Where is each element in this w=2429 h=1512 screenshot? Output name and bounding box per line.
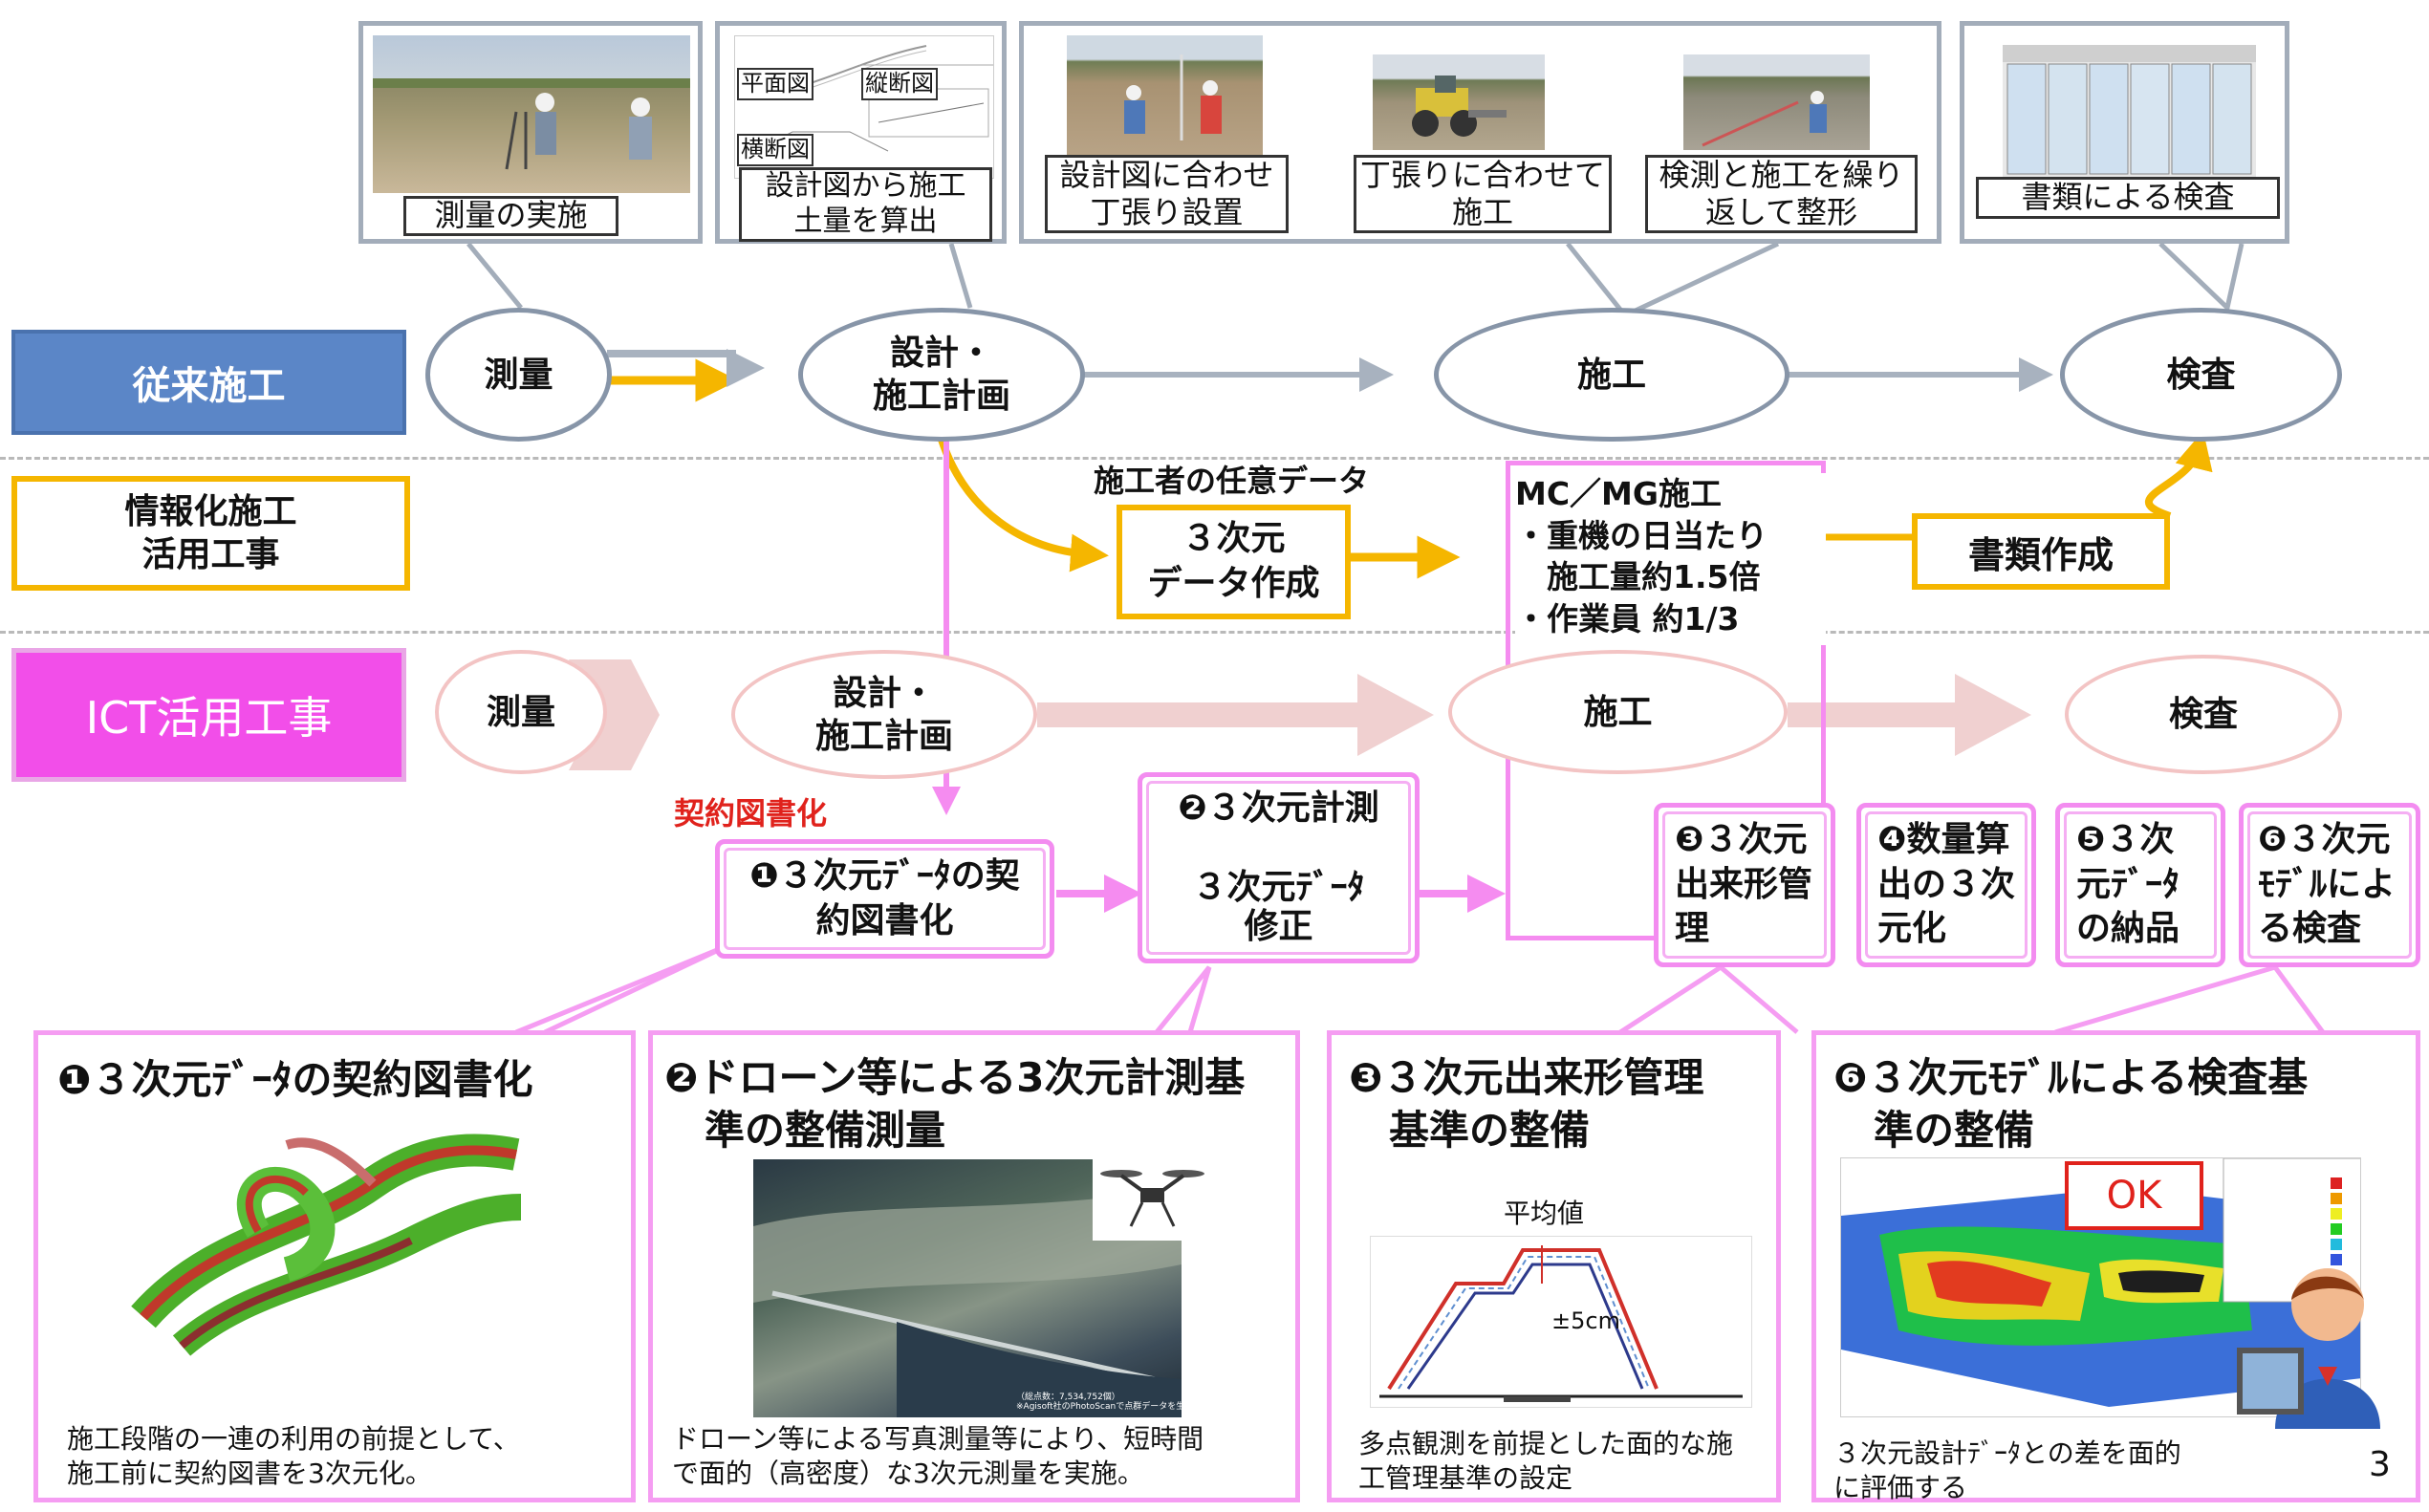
- ict-construction-text: 施工: [1583, 692, 1653, 732]
- page-number: 3: [2369, 1445, 2391, 1484]
- profile-view-label: 縦断図: [861, 68, 938, 100]
- conv-survey-node: 測量: [425, 308, 612, 442]
- step-2-text: ❷３次元計測 ３次元ﾃﾞｰﾀ 修正: [1146, 781, 1411, 955]
- conv-inspection-node: 検査: [2060, 308, 2342, 442]
- conv-survey-text: 測量: [484, 355, 553, 395]
- conv-design-node: 設計・ 施工計画: [798, 308, 1085, 442]
- callout-construction: 設計図に合わせ 丁張り設置 丁張りに合わせて 施工 検測と施工を繰り 返して整形: [1019, 21, 1941, 244]
- row-label-ict: ICT活用工事: [11, 648, 406, 782]
- ok-badge-text: OK: [2106, 1174, 2162, 1218]
- ict-design-text: 設計・ 施工計画: [814, 673, 953, 756]
- row-label-info-text: 情報化施工 活用工事: [124, 492, 297, 574]
- cross-view-label: 横断図: [737, 134, 813, 166]
- ok-badge: OK: [2065, 1161, 2203, 1230]
- row-divider-1: [0, 457, 2429, 460]
- callout-doc-inspection: 書類による検査: [1960, 21, 2289, 244]
- panel-asbuilt-title: ❸３次元出来形管理 基準の整備: [1349, 1054, 1704, 1154]
- step-4-box: ❹数量算 出の３次 元化: [1856, 803, 2036, 967]
- panel-drone: ❷ドローン等による3次元計測基 準の整備測量 （総点数：7,534,752個） …: [648, 1030, 1300, 1502]
- mcmg-text: MC／MG施工 ・重機の日当たり 施工量約1.5倍 ・作業員 約1/3: [1515, 473, 1826, 645]
- cross-section-diagram: [1379, 1245, 1743, 1402]
- construct-label: 丁張りに合わせて 施工: [1354, 155, 1612, 233]
- conv-design-text: 設計・ 施工計画: [872, 334, 1010, 416]
- panel-3d-inspection: ❻３次元ﾓﾃﾞﾙによる検査基 準の整備 OK ３次元設計ﾃﾞｰﾀとの差を面的 に…: [1811, 1030, 2420, 1503]
- row-label-conventional-text: 従来施工: [132, 364, 286, 408]
- panel-drone-desc: ドローン等による写真測量等により、短時間 で面的（高密度）な3次元測量を実施。: [672, 1423, 1204, 1490]
- drone-icon: [1093, 1150, 1212, 1241]
- plan-view-label: 平面図: [737, 68, 813, 100]
- row-divider-2: [0, 631, 2429, 634]
- step-4-text: ❹数量算 出の３次 元化: [1865, 811, 2028, 959]
- doc-inspection-label: 書類による検査: [1976, 177, 2280, 219]
- panel-3d-inspection-title: ❻３次元ﾓﾃﾞﾙによる検査基 準の整備: [1833, 1054, 2309, 1154]
- inspection-photo: [1683, 54, 1870, 150]
- survey-photo: [373, 35, 690, 193]
- staking-label: 設計図に合わせ 丁張り設置: [1045, 155, 1289, 233]
- step-5-text: ❺３次 元ﾃﾞｰﾀ の納品: [2064, 811, 2217, 959]
- callout-design: 平面図 縦断図 横断図 設計図から施工 土量を算出: [715, 21, 1007, 244]
- panel-contract: ❶３次元ﾃﾞｰﾀの契約図書化 施工段階の一連の利用の前提として、 施工前に契約図…: [33, 1030, 636, 1502]
- survey-label: 測量の実施: [403, 196, 618, 236]
- row-label-info: 情報化施工 活用工事: [11, 476, 410, 591]
- step-1-box: ❶３次元ﾃﾞｰﾀの契 約図書化: [715, 839, 1054, 959]
- step-5-box: ❺３次 元ﾃﾞｰﾀ の納品: [2055, 803, 2225, 967]
- docs-box: 書類作成: [1912, 513, 2170, 590]
- step-1-text: ❶３次元ﾃﾞｰﾀの契 約図書化: [724, 848, 1046, 950]
- conv-inspection-text: 検査: [2166, 355, 2236, 395]
- design-calc-label: 設計図から施工 土量を算出: [739, 167, 992, 242]
- road-3d-model: [131, 1134, 522, 1356]
- repeat-label: 検測と施工を繰り 返して整形: [1645, 155, 1918, 233]
- panel-asbuilt: ❸３次元出来形管理 基準の整備 平均値 ±5cm 多点観測を前提とした面的な施 …: [1327, 1030, 1781, 1502]
- machine-photo: [1373, 54, 1545, 150]
- row-label-conventional: 従来施工: [11, 330, 406, 435]
- ict-design-node: 設計・ 施工計画: [731, 650, 1037, 779]
- step-3-box: ❸３次元 出来形管 理: [1654, 803, 1835, 967]
- panel-contract-desc: 施工段階の一連の利用の前提として、 施工前に契約図書を3次元化。: [67, 1423, 520, 1490]
- average-label: 平均値: [1504, 1198, 1585, 1229]
- ict-survey-text: 測量: [486, 692, 555, 732]
- panel-asbuilt-desc: 多点観測を前提とした面的な施 工管理基準の設定: [1358, 1428, 1734, 1495]
- panel-3d-inspection-desc: ３次元設計ﾃﾞｰﾀとの差を面的 に評価する: [1833, 1437, 2181, 1504]
- ict-construction-node: 施工: [1448, 650, 1788, 774]
- docs-text: 書類作成: [1967, 533, 2114, 576]
- conv-construction-node: 施工: [1434, 308, 1789, 442]
- row-label-ict-text: ICT活用工事: [85, 692, 333, 744]
- panel-drone-title: ❷ドローン等による3次元計測基 準の整備測量: [664, 1054, 1246, 1154]
- data3d-text: ３次元 データ作成: [1147, 519, 1320, 603]
- ict-survey-node: 測量: [435, 650, 607, 774]
- conv-construction-text: 施工: [1576, 355, 1646, 395]
- heatmap-image: [1840, 1157, 2361, 1417]
- step-6-text: ❻３次元 ﾓﾃﾞﾙによ る検査: [2247, 811, 2412, 959]
- step-6-box: ❻３次元 ﾓﾃﾞﾙによ る検査: [2239, 803, 2420, 967]
- tolerance-label: ±5cm: [1551, 1307, 1620, 1334]
- ict-inspection-node: 検査: [2065, 655, 2342, 774]
- step-3-text: ❸３次元 出来形管 理: [1662, 811, 1827, 959]
- inspector-user-icon: [2237, 1268, 2380, 1429]
- contract-label: 契約図書化: [674, 795, 828, 832]
- callout-survey: 測量の実施: [358, 21, 703, 244]
- data3d-box: ３次元 データ作成: [1117, 505, 1351, 619]
- binders-photo: [2003, 45, 2256, 179]
- panel-contract-title: ❶３次元ﾃﾞｰﾀの契約図書化: [57, 1056, 533, 1103]
- ict-inspection-text: 検査: [2168, 695, 2238, 734]
- staking-photo: [1067, 35, 1263, 155]
- optional-data-label: 施工者の任意データ: [1093, 463, 1369, 499]
- point-cloud-caption: （総点数：7,534,752個） ※Agisoft社のPhotoScanで点群デ…: [1016, 1393, 1182, 1412]
- step-2-box: ❷３次元計測 ３次元ﾃﾞｰﾀ 修正: [1138, 772, 1420, 963]
